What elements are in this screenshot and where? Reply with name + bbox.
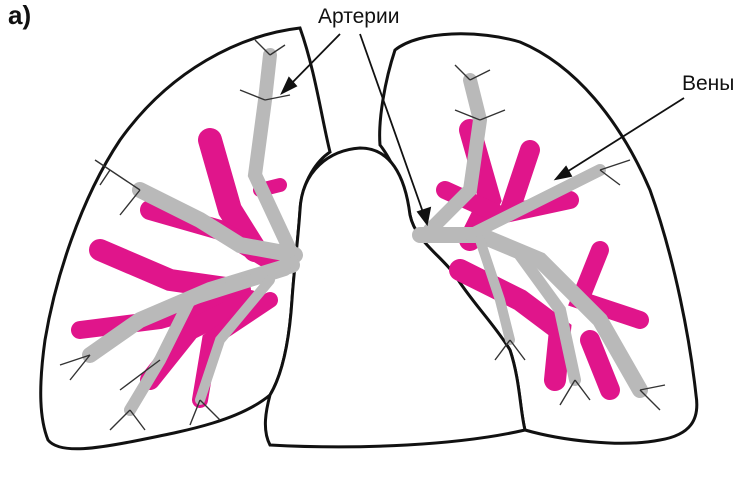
veins-label: Вены [682, 72, 734, 96]
panel-label: а) [8, 0, 31, 31]
arteries-label: Артерии [318, 5, 399, 29]
